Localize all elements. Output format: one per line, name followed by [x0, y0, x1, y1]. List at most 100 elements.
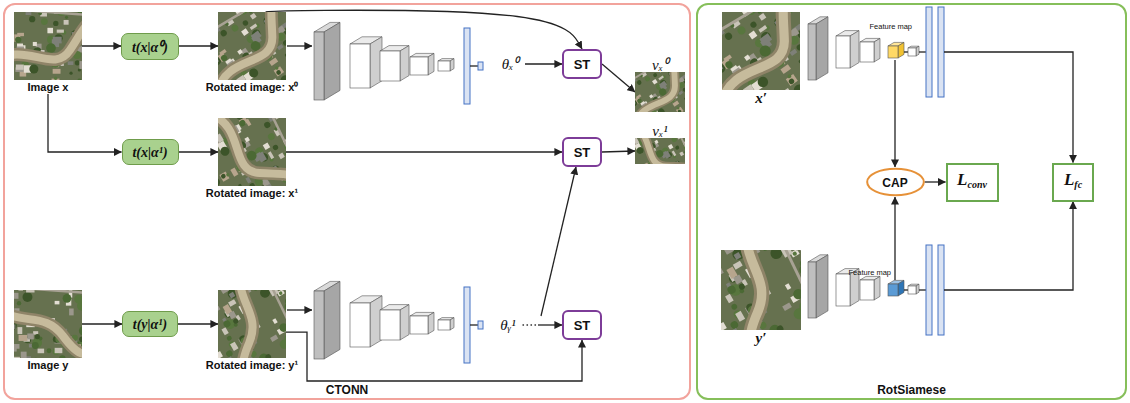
aerial-scene-part-part — [16, 65, 24, 70]
aerial-scene-part-part — [53, 21, 58, 26]
rotation-box: t(y|α¹) — [122, 311, 178, 337]
aerial-scene-part-part — [74, 295, 82, 304]
flow-line — [538, 324, 562, 325]
aerial-scene-part-part — [721, 250, 801, 330]
box-label: t(y|α¹) — [133, 317, 167, 332]
aerial-scene-part — [218, 290, 286, 358]
pool-block — [908, 46, 919, 56]
aerial-scene-part-part — [32, 342, 39, 349]
layer-block — [438, 318, 454, 330]
aerial-scene-part-part — [18, 290, 23, 291]
aerial-scene-part-part — [238, 183, 242, 186]
image-tile: vₓ⁰ — [635, 58, 686, 112]
aerial-scene-part-part — [218, 133, 224, 143]
image-caption: Image y — [14, 358, 83, 372]
aerial-scene-part-part — [635, 99, 636, 107]
layer-block-part — [836, 36, 850, 68]
pool-block — [908, 284, 919, 294]
aerial-scene-part-part — [230, 167, 238, 176]
aerial-scene-part-part — [284, 53, 286, 58]
aerial-scene-part-part — [721, 322, 727, 330]
layer-block — [350, 296, 382, 347]
aerial-scene-part-part — [21, 352, 27, 358]
image-tile: Rotated image: x⁰ — [205, 12, 299, 94]
aerial-scene-part-part — [635, 72, 685, 112]
aerial-scene-part-part — [274, 66, 284, 76]
aerial-scene-part-part — [53, 69, 61, 74]
arrow-connector — [286, 332, 582, 381]
aerial-scene-part-part — [218, 118, 286, 186]
fc-layer — [926, 245, 932, 335]
aerial-scene-part-part — [726, 284, 737, 295]
aerial-scene-part-part — [759, 13, 767, 21]
aerial-scene-part-part — [17, 33, 24, 36]
aerial-scene-part-part — [230, 23, 239, 32]
aerial-scene-part-part — [278, 322, 286, 334]
layer-block-part — [816, 17, 828, 80]
aerial-scene-part-part — [677, 109, 682, 112]
aerial-scene-part — [722, 12, 800, 90]
aerial-scene-part-part — [280, 290, 286, 291]
layer-block-part — [428, 53, 434, 75]
aerial-scene-part-part — [249, 12, 253, 14]
aerial-scene-part-part — [738, 283, 746, 291]
aerial-scene-part-part — [787, 74, 792, 79]
aerial-scene-part-part — [242, 19, 249, 26]
aerial-scene-part-part — [668, 144, 674, 150]
layer-block-part — [438, 61, 450, 71]
aerial-scene-part-part — [218, 290, 286, 358]
aerial-scene-part-part — [635, 72, 685, 112]
image-caption: y′ — [721, 330, 802, 346]
aerial-scene-part-part — [252, 357, 260, 358]
panel-title: CTONN — [326, 383, 368, 397]
flow-line — [904, 289, 908, 290]
aerial-scene-part-part — [47, 28, 53, 33]
panel-title-row: CTONN — [5, 380, 689, 398]
aerial-scene-part-part — [69, 308, 74, 315]
layer-block-part — [860, 42, 874, 62]
layer-block — [380, 305, 409, 340]
parameter-label-text: θᵧ¹ — [500, 317, 515, 333]
aerial-scene-part-part — [274, 66, 279, 71]
layer-block-part — [324, 22, 340, 100]
spatial-transformer-box: ST — [562, 137, 602, 167]
spatial-transformer-box: ST — [562, 310, 602, 340]
aerial-scene-part-part — [278, 338, 286, 351]
aerial-scene-part-part — [26, 12, 32, 15]
image-tile: Image y — [14, 290, 83, 372]
aerial-scene-part-part — [659, 81, 667, 89]
aerial-scene-part-part — [654, 140, 658, 144]
image-tile: Rotated image: y¹ — [205, 290, 299, 372]
aerial-scene-part-part — [744, 55, 750, 61]
aerial-scene — [218, 290, 286, 358]
aerial-scene-part-part — [269, 58, 278, 66]
aerial-scene-part-part — [14, 21, 82, 64]
layer-block-part — [428, 312, 434, 334]
aerial-image — [722, 12, 800, 90]
aerial-scene-part-part — [77, 79, 81, 80]
aerial-scene-part-part — [23, 292, 33, 302]
layer-block — [888, 280, 904, 296]
box-label: t(x|α¹) — [132, 145, 167, 160]
aerial-scene-part-part — [759, 33, 772, 45]
aerial-scene-part-part — [635, 72, 685, 112]
layer-block-part — [816, 255, 828, 318]
aerial-scene-part-part — [228, 311, 236, 320]
aerial-scene-part-part — [735, 311, 745, 322]
aerial-scene-part-part — [218, 12, 286, 80]
aerial-scene-part-part — [722, 250, 734, 255]
fc-layer — [938, 245, 944, 335]
feature-map-label: Feature map — [869, 15, 912, 33]
image-tile: vₓ¹ — [635, 124, 686, 164]
aerial-scene-part-part — [782, 88, 793, 90]
layer-block — [410, 53, 434, 75]
aerial-scene-part-part — [263, 142, 271, 150]
aerial-scene-part-part — [79, 336, 82, 342]
aerial-scene-part-part — [671, 138, 678, 143]
aerial-scene-part-part — [27, 333, 33, 339]
feature-map-label: Feature map — [848, 261, 891, 279]
aerial-scene-part-part — [241, 28, 249, 36]
aerial-scene-part-part — [79, 61, 82, 69]
aerial-scene-part-part — [219, 49, 226, 56]
fc-layer — [478, 321, 483, 329]
